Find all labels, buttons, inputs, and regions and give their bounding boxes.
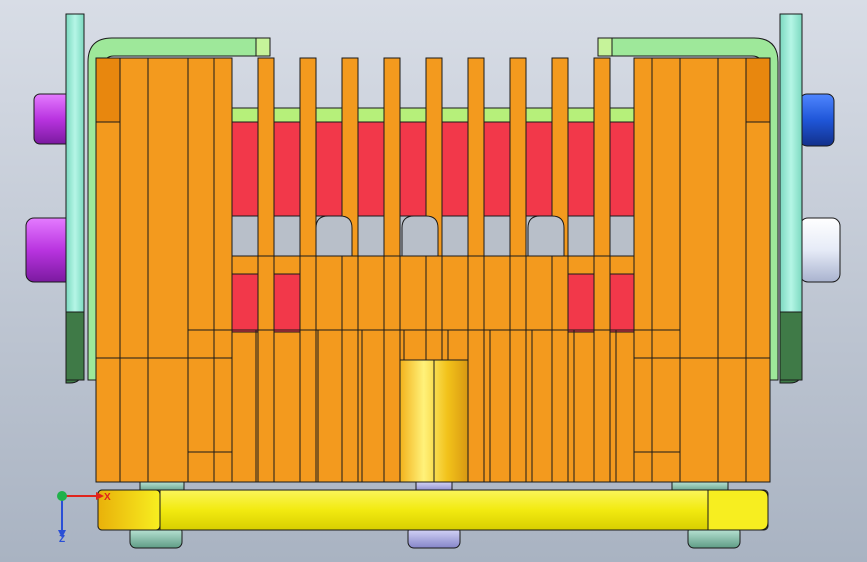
- right-corner-block: [745, 57, 771, 123]
- x-axis-label: X: [104, 492, 111, 503]
- pocket-left-b: [273, 273, 301, 333]
- window-arch-2: [401, 215, 439, 257]
- right-side-plate: [779, 13, 803, 384]
- right-upper-knob: [799, 93, 835, 147]
- left-side-plate: [65, 13, 85, 384]
- y-axis-dot: [57, 491, 67, 501]
- fin-lower-4: [383, 255, 401, 483]
- z-axis-label: Z: [59, 534, 65, 545]
- fin-lower-8: [551, 255, 569, 483]
- right-lower-knob: [799, 217, 841, 283]
- fin-lower-6: [467, 255, 485, 483]
- main-body: [95, 57, 771, 483]
- x-axis-arrow: [96, 492, 104, 500]
- pocket-right-a: [567, 273, 595, 333]
- fin-lower-2: [299, 255, 317, 483]
- pocket-right-b: [609, 273, 635, 333]
- base-feet: [129, 479, 741, 549]
- fin-lower-7: [509, 255, 527, 483]
- fin-lower-1: [257, 255, 275, 483]
- left-body-block: [95, 57, 233, 483]
- axis-triad: X Z: [57, 491, 111, 545]
- base-plate: [97, 489, 769, 531]
- left-corner-block: [95, 57, 121, 123]
- fin-lower-3: [341, 255, 359, 483]
- z-axis-arrow: [58, 530, 66, 538]
- window-arch-1: [315, 215, 353, 257]
- window-arch-3: [527, 215, 565, 257]
- fin-lower-9: [593, 255, 611, 483]
